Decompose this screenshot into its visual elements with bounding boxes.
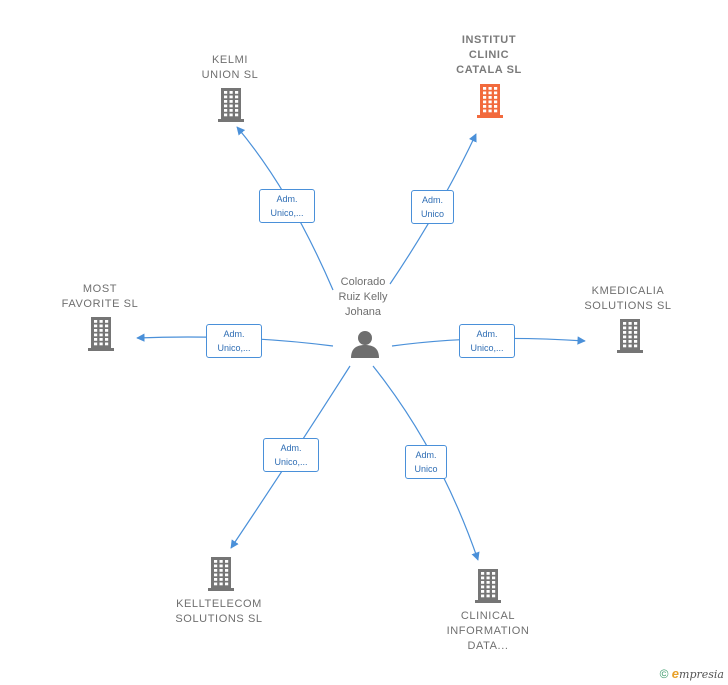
- building-icon[interactable]: [476, 84, 504, 118]
- brand-logo-text: mpresia: [679, 668, 724, 681]
- building-icon[interactable]: [474, 569, 502, 603]
- building-icon[interactable]: [207, 557, 235, 591]
- company-label-kelltelecom[interactable]: KELLTELECOM SOLUTIONS SL: [175, 598, 263, 625]
- company-label-institut[interactable]: INSTITUT CLINIC CATALA SL: [456, 34, 522, 76]
- person-name[interactable]: Colorado Ruiz Kelly Johana: [338, 276, 388, 318]
- copyright-symbol: ©: [659, 667, 669, 681]
- company-label-most[interactable]: MOST FAVORITE SL: [61, 283, 139, 310]
- relation-label[interactable]: Adm. Unico: [405, 445, 447, 479]
- relation-label[interactable]: Adm. Unico: [411, 190, 454, 224]
- company-label-clinical[interactable]: CLINICAL INFORMATION DATA...: [446, 610, 530, 652]
- building-icon[interactable]: [616, 319, 644, 353]
- company-label-kelmi[interactable]: KELMI UNION SL: [201, 54, 259, 81]
- relation-label[interactable]: Adm. Unico,...: [459, 324, 515, 358]
- relation-label[interactable]: Adm. Unico,...: [259, 189, 315, 223]
- relation-label[interactable]: Adm. Unico,...: [206, 324, 262, 358]
- relation-label[interactable]: Adm. Unico,...: [263, 438, 319, 472]
- footer-brand: © empresia: [660, 666, 724, 681]
- person-icon[interactable]: [350, 330, 380, 358]
- building-icon[interactable]: [217, 88, 245, 122]
- company-label-kmedicalia[interactable]: KMEDICALIA SOLUTIONS SL: [584, 285, 672, 312]
- brand-logo-letter: e: [671, 666, 680, 681]
- building-icon[interactable]: [87, 317, 115, 351]
